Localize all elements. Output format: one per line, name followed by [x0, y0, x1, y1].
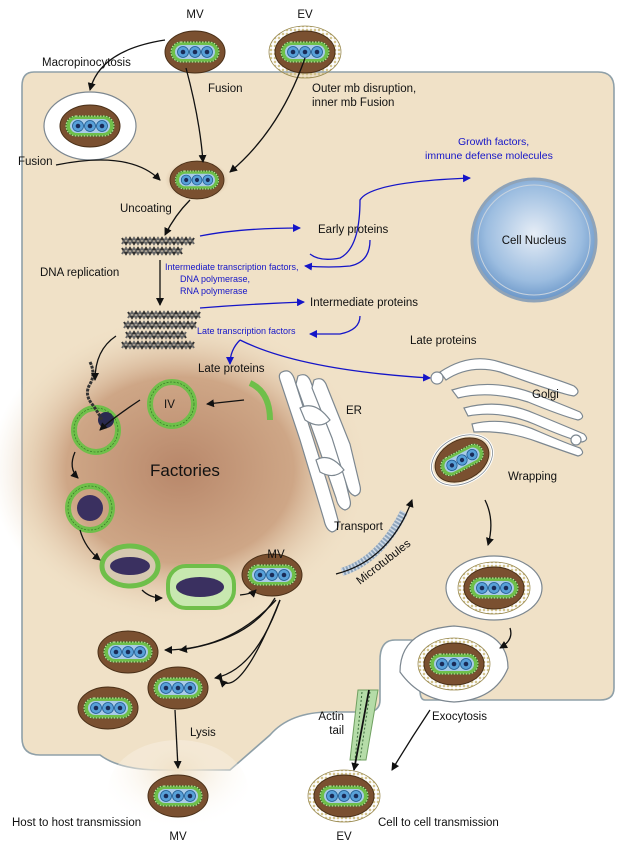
- label-itf-2: DNA polymerase,: [180, 274, 250, 284]
- virion-crescent: [248, 380, 273, 421]
- label-er: ER: [346, 405, 362, 417]
- virion-iv-nucleoid: [65, 483, 115, 533]
- label-itf-3: RNA polymerase: [180, 286, 248, 296]
- label-mv-top: MV: [186, 9, 204, 21]
- blue-arrows: [199, 174, 471, 382]
- label-mv-bottom: MV: [169, 831, 187, 843]
- label-host-to-host: Host to host transmission: [12, 817, 141, 829]
- label-wrapping: Wrapping: [508, 471, 557, 483]
- label-golgi: Golgi: [532, 389, 559, 401]
- label-itf-1: Intermediate transcription factors,: [165, 262, 299, 272]
- virion-mv-bottom: [147, 774, 209, 818]
- label-iv: IV: [164, 399, 175, 411]
- label-outer-mb-2: inner mb Fusion: [312, 97, 394, 109]
- virions: [59, 25, 531, 823]
- dna-genome-6: [121, 340, 195, 350]
- virion-released-1: [97, 630, 159, 674]
- label-fusion-1: Fusion: [208, 83, 243, 95]
- label-fusion-2: Fusion: [18, 156, 53, 168]
- dna-genome-4: [123, 320, 197, 330]
- label-late-proteins-right: Late proteins: [410, 335, 477, 347]
- virion-fused: [169, 160, 225, 200]
- virion-maturing-2: [166, 564, 236, 610]
- dna-genome-3: [127, 310, 201, 320]
- virion-macropinosome: [59, 104, 121, 148]
- label-late-proteins-left: Late proteins: [198, 363, 265, 375]
- dna-genomes: [85, 236, 201, 421]
- label-macropinocytosis: Macropinocytosis: [42, 57, 131, 69]
- label-factories: Factories: [150, 461, 220, 480]
- actin-arrow: [351, 689, 370, 771]
- label-ev-bottom: EV: [336, 831, 352, 843]
- label-ev-top: EV: [297, 9, 313, 21]
- virion-ev-bottom: [307, 769, 381, 823]
- label-uncoating: Uncoating: [120, 203, 172, 215]
- virion-ev-vesicle: [457, 561, 531, 615]
- virion-iv: [147, 379, 197, 429]
- label-exocytosis: Exocytosis: [432, 711, 487, 723]
- virion-mv-mid: [241, 553, 303, 597]
- label-growth-2: immune defense molecules: [425, 150, 553, 162]
- virion-released-3: [147, 666, 209, 710]
- virion-released-2: [77, 686, 139, 730]
- label-late-tf: Late transcription factors: [197, 326, 296, 336]
- label-lysis: Lysis: [190, 727, 216, 739]
- label-early-proteins: Early proteins: [318, 224, 389, 236]
- label-growth-1: Growth factors,: [458, 136, 529, 148]
- label-cell-to-cell: Cell to cell transmission: [378, 817, 499, 829]
- black-arrows: [55, 39, 512, 771]
- dna-genome-5: [125, 330, 187, 340]
- virion-maturing: [99, 543, 161, 589]
- label-outer-mb-1: Outer mb disruption,: [312, 83, 416, 95]
- label-transport: Transport: [334, 521, 384, 533]
- virion-wrapping: [430, 433, 494, 487]
- label-actin-2: tail: [329, 725, 344, 737]
- cell-nucleus: [470, 177, 598, 303]
- label-intermediate-proteins: Intermediate proteins: [310, 297, 418, 309]
- actin-tail: [349, 689, 379, 761]
- label-cell-nucleus: Cell Nucleus: [502, 235, 567, 247]
- virion-ev-top: [268, 25, 342, 79]
- endoplasmic-reticulum: [278, 370, 362, 533]
- dna-genome-2: [121, 246, 183, 256]
- label-dna-replication: DNA replication: [40, 267, 119, 279]
- dna-genome-1: [121, 236, 195, 246]
- virion-mv-top: [164, 30, 226, 74]
- label-mv-mid: MV: [267, 549, 285, 561]
- factory-region: [0, 315, 370, 625]
- label-actin-1: Actin: [318, 711, 344, 723]
- dna-strand-entering: [85, 361, 104, 421]
- golgi: [430, 358, 588, 457]
- virion-ev-exocytosis: [417, 637, 491, 691]
